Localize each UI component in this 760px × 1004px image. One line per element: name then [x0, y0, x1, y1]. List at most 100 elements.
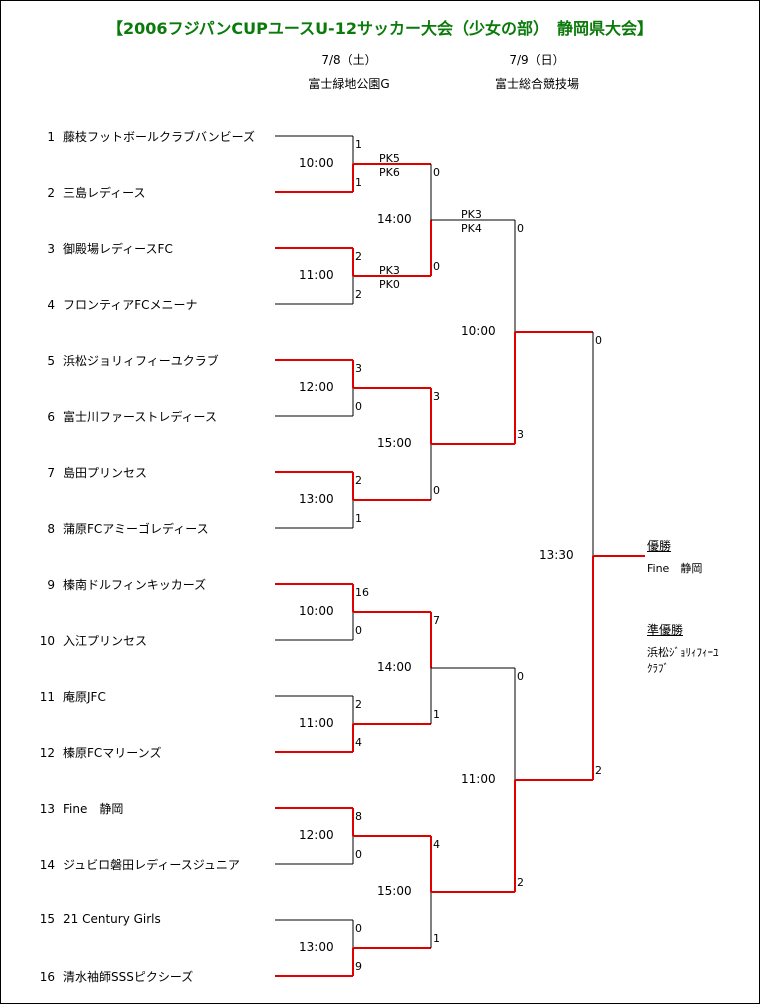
- team-entry: 3 御殿場レディースFC: [35, 240, 173, 257]
- team-entry: 14 ジュビロ磐田レディースジュニア: [35, 856, 240, 873]
- match-time: 13:00: [299, 940, 334, 954]
- team-entry: 13 Fine 静岡: [35, 800, 124, 817]
- team-number: 6: [47, 410, 55, 424]
- match-score: 0: [517, 670, 524, 683]
- runnerup-label: 準優勝: [647, 623, 684, 637]
- team-name: Fine 静岡: [63, 802, 124, 816]
- match-score: 1: [355, 138, 362, 151]
- team-name: ジュビロ磐田レディースジュニア: [63, 858, 240, 872]
- team-name: 浜松ジョリィフィーユクラブ: [63, 354, 219, 368]
- day1-venue: 富士緑地公園G: [308, 77, 390, 91]
- match-score: 0: [595, 334, 602, 347]
- champion-name: Fine 静岡: [647, 562, 703, 575]
- team-name: 21 Century Girls: [63, 912, 161, 926]
- match-score: 1: [433, 708, 440, 721]
- match-time: 12:00: [299, 380, 334, 394]
- match-score: 9: [355, 960, 362, 973]
- team-entry: 4 フロンティアFCメニーナ: [35, 296, 198, 313]
- team-number: 7: [47, 466, 55, 480]
- team-number: 5: [47, 354, 55, 368]
- match-time: 13:00: [299, 492, 334, 506]
- match-time: 14:00: [377, 212, 412, 226]
- team-name: フロンティアFCメニーナ: [63, 298, 198, 312]
- team-entry: 8 蒲原FCアミーゴレディース: [35, 520, 209, 537]
- match-score: 7: [433, 614, 440, 627]
- match-time: 15:00: [377, 884, 412, 898]
- team-number: 4: [47, 298, 55, 312]
- match-score: 0: [433, 484, 440, 497]
- team-name: 三島レディース: [63, 186, 146, 200]
- team-entry: 5 浜松ジョリィフィーユクラブ: [35, 352, 219, 369]
- runnerup-name-line2: ｸﾗﾌﾞ: [647, 662, 669, 675]
- team-number: 13: [39, 802, 55, 816]
- match-score: 2: [355, 474, 362, 487]
- team-name: 清水袖師SSSピクシーズ: [63, 970, 194, 984]
- pk-score: PK0: [379, 278, 400, 291]
- team-name: 榛南ドルフィンキッカーズ: [63, 578, 207, 592]
- team-entry: 2 三島レディース: [35, 184, 146, 201]
- team-entry: 9 榛南ドルフィンキッカーズ: [35, 576, 206, 593]
- match-score: 4: [433, 838, 440, 851]
- match-score: 0: [355, 922, 362, 935]
- champion-label: 優勝: [647, 539, 672, 553]
- team-number: 15: [39, 912, 55, 926]
- match-score: 0: [355, 848, 362, 861]
- team-entry: 7 島田プリンセス: [35, 464, 147, 481]
- match-time: 13:30: [539, 548, 574, 562]
- match-score: 1: [355, 512, 362, 525]
- team-number: 11: [39, 690, 55, 704]
- day1-date: 7/8（土）: [321, 53, 377, 67]
- team-entry: 1 藤枝フットボールクラブバンビーズ: [35, 128, 255, 145]
- match-time: 10:00: [299, 604, 334, 618]
- team-name: 蒲原FCアミーゴレディース: [63, 522, 209, 536]
- team-number: 1: [47, 130, 55, 144]
- match-score: 2: [517, 876, 524, 889]
- team-name: 庵原JFC: [63, 690, 106, 704]
- match-score: 0: [355, 624, 362, 637]
- pk-score: PK3: [461, 208, 482, 221]
- match-score: 0: [355, 400, 362, 413]
- team-number: 14: [39, 858, 55, 872]
- team-number: 10: [39, 634, 55, 648]
- team-entry: 16 清水袖師SSSピクシーズ: [35, 968, 194, 985]
- match-score: 3: [355, 362, 362, 375]
- team-number: 16: [39, 970, 55, 984]
- match-score: 0: [517, 222, 524, 235]
- team-name: 藤枝フットボールクラブバンビーズ: [63, 130, 256, 144]
- match-time: 15:00: [377, 436, 412, 450]
- match-score: 4: [355, 736, 362, 749]
- team-name: 富士川ファーストレディース: [63, 410, 217, 424]
- team-number: 2: [47, 186, 55, 200]
- match-score: 2: [355, 250, 362, 263]
- match-time: 10:00: [461, 324, 496, 338]
- match-time: 11:00: [299, 716, 334, 730]
- page-title: 【2006フジパンCUPユースU-12サッカー大会（少女の部） 静岡県大会】: [107, 19, 653, 38]
- day2-date: 7/9（日）: [509, 53, 565, 67]
- match-score: 1: [433, 932, 440, 945]
- runnerup-name-line1: 浜松ｼﾞｮﾘｨﾌｨｰﾕ: [647, 646, 719, 659]
- pk-score: PK6: [379, 166, 400, 179]
- team-entry: 6 富士川ファーストレディース: [35, 408, 217, 425]
- match-score: 2: [355, 288, 362, 301]
- match-score: 2: [595, 764, 602, 777]
- team-name: 島田プリンセス: [63, 466, 148, 480]
- team-number: 12: [39, 746, 55, 760]
- match-time: 11:00: [299, 268, 334, 282]
- team-number: 9: [47, 578, 55, 592]
- match-score: 3: [433, 390, 440, 403]
- team-name: 御殿場レディースFC: [63, 242, 173, 256]
- pk-score: PK3: [379, 264, 400, 277]
- match-score: 16: [355, 586, 369, 599]
- pk-score: PK5: [379, 152, 400, 165]
- team-number: 8: [47, 522, 55, 536]
- team-entry: 12 榛原FCマリーンズ: [35, 744, 162, 761]
- match-score: 2: [355, 698, 362, 711]
- match-time: 14:00: [377, 660, 412, 674]
- match-time: 11:00: [461, 772, 496, 786]
- team-number: 3: [47, 242, 55, 256]
- match-score: 8: [355, 810, 362, 823]
- team-name: 榛原FCマリーンズ: [63, 746, 162, 760]
